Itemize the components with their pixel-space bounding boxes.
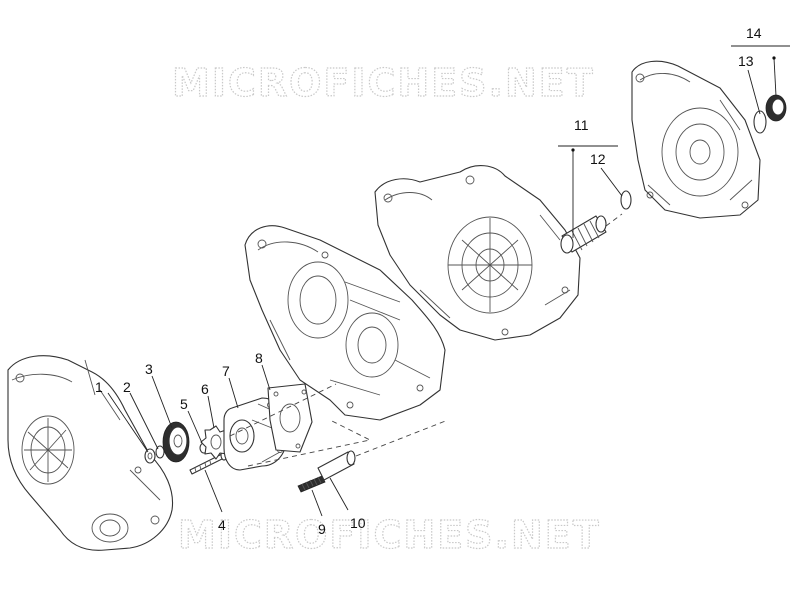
assembly-lines [229, 213, 623, 467]
callout-5: 5 [180, 396, 188, 412]
callout-1: 1 [95, 379, 103, 395]
part-9-spring [297, 475, 326, 493]
callout-7: 7 [222, 363, 230, 379]
part-12-o-ring [620, 190, 632, 210]
part-10-piston-valve [317, 450, 356, 481]
callout-13: 13 [738, 53, 754, 69]
left-crankcase [244, 225, 446, 421]
right-crankcase [374, 165, 581, 341]
callout-14: 14 [746, 25, 762, 41]
callout-3: 3 [145, 361, 153, 377]
callout-11: 11 [574, 117, 589, 133]
callout-6: 6 [201, 381, 209, 397]
part-11-oil-filter [560, 215, 607, 254]
generator-side-cover [631, 60, 761, 219]
leader-lines [107, 45, 790, 517]
callout-8: 8 [255, 350, 263, 366]
watermark-top: MICROFICHES.NET [172, 61, 595, 105]
callout-9: 9 [318, 521, 326, 537]
callout-10: 10 [350, 515, 366, 531]
callout-12: 12 [590, 151, 606, 167]
part-3-gear [162, 421, 190, 463]
callout-labels: 1 2 3 5 6 7 8 4 9 10 11 12 14 13 [95, 25, 762, 537]
part-13-circlip [753, 110, 767, 134]
callout-4: 4 [218, 517, 226, 533]
clutch-side-cover [7, 355, 174, 551]
part-1-washer [144, 448, 156, 464]
part-14-oil-seal [765, 94, 787, 122]
part-8-gasket [267, 383, 313, 453]
watermark-bottom: MICROFICHES.NET [178, 513, 601, 557]
callout-2: 2 [123, 379, 131, 395]
